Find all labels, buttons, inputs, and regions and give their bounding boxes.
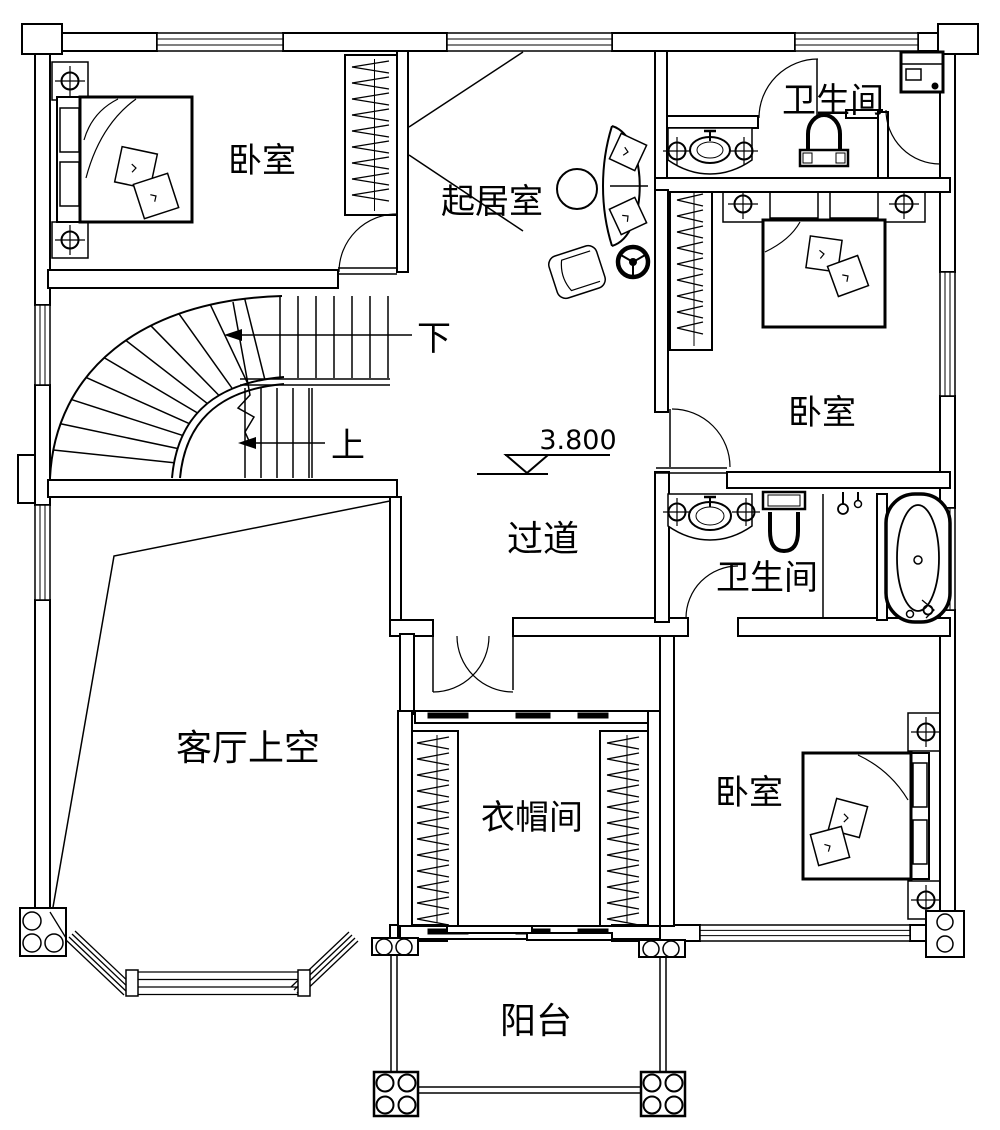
room-label-bedroom-top-left: 卧室: [228, 141, 296, 181]
walls: [17, 23, 979, 942]
room-label-living-void: 客厅上空: [176, 728, 320, 769]
stair-arrows: [224, 301, 412, 449]
room-label-bedroom-right: 卧室: [788, 393, 856, 433]
void-lines: [51, 51, 524, 914]
elevation-value: 3.800: [539, 425, 616, 456]
balcony-structure: [371, 937, 687, 1118]
fixtures: [663, 50, 952, 624]
elevation-marker: [477, 454, 610, 475]
room-label-corridor: 过道: [507, 519, 579, 560]
room-label-balcony: 阳台: [500, 1001, 572, 1042]
room-label-bedroom-bottom: 卧室: [715, 773, 783, 813]
bay-window: [19, 907, 965, 997]
room-label-bathroom-top: 卫生间: [782, 81, 884, 121]
stair-down-label: 下: [417, 319, 451, 359]
stairs: [49, 295, 390, 479]
stair-up-label: 上: [331, 426, 365, 466]
room-label-bathroom-middle: 卫生间: [716, 558, 818, 598]
doors: [338, 58, 941, 941]
room-label-living-room: 起居室: [441, 182, 543, 222]
room-label-cloakroom: 衣帽间: [481, 798, 583, 838]
